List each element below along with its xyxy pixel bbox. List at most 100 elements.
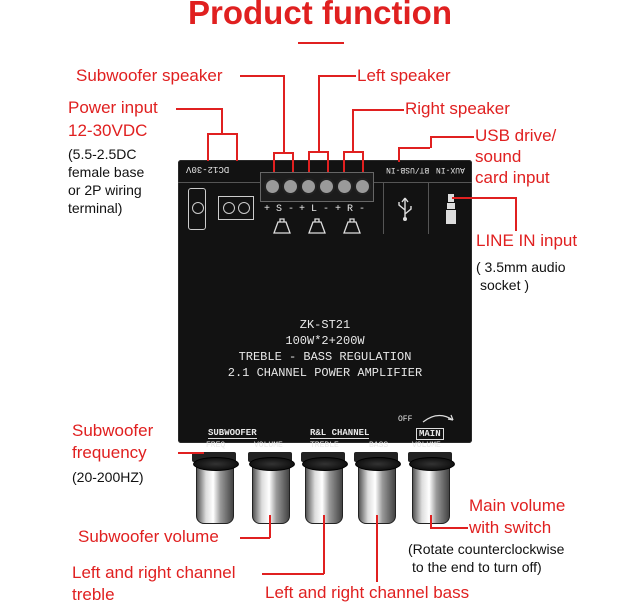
- treble-label: TREBLE: [310, 441, 339, 450]
- main-volume-knob[interactable]: [409, 457, 455, 524]
- line-in-note-2: socket ): [480, 277, 530, 293]
- leader-line: [452, 197, 516, 199]
- sub-volume-label: Subwoofer volume: [78, 527, 219, 546]
- audio-jack-icon: [446, 194, 456, 224]
- leader-line: [323, 515, 325, 574]
- leader-line: [273, 152, 275, 172]
- line-in-note-1: ( 3.5mm audio: [476, 259, 566, 275]
- terminal-screw: [336, 178, 353, 195]
- leader-line: [292, 152, 294, 172]
- leader-line: [343, 151, 363, 153]
- subwoofer-header: SUBWOOFER: [208, 428, 257, 439]
- dc-jack[interactable]: [188, 188, 206, 230]
- terminal-sub-text: + S -: [264, 204, 295, 215]
- power-rating-text: 100W*2+200W: [285, 334, 365, 348]
- sub-frequency-label-2: frequency: [72, 443, 147, 462]
- leader-line: [352, 109, 354, 152]
- right-speaker-label: Right speaker: [405, 99, 510, 118]
- usb-label-1: USB drive/: [475, 126, 557, 145]
- leader-line: [240, 75, 284, 77]
- main-header: MAIN: [416, 428, 444, 440]
- leader-line: [362, 151, 364, 172]
- leader-line: [430, 515, 432, 528]
- lr-treble-label-2: treble: [72, 585, 115, 604]
- sub-volume-knob[interactable]: [249, 457, 295, 524]
- leader-line: [176, 108, 222, 110]
- leader-line: [515, 197, 517, 231]
- terminal-screw: [282, 178, 299, 195]
- bass-knob[interactable]: [355, 457, 401, 524]
- terminal-right-text: + R -: [335, 204, 366, 215]
- rl-channel-header: R&L CHANNEL: [310, 428, 370, 439]
- power-note-3: or 2P wiring: [68, 182, 142, 198]
- model-text: ZK-ST21: [299, 318, 351, 332]
- speaker-icon: [272, 218, 292, 234]
- leader-line: [398, 147, 430, 149]
- amplifier-board: DC12-30V BT/USB-IN AUX-IN + S - + L - + …: [178, 160, 472, 443]
- page-title: Product function: [188, 0, 452, 31]
- leader-line: [283, 75, 285, 153]
- amplifier-text: 2.1 CHANNEL POWER AMPLIFIER: [227, 366, 423, 380]
- sub-freq-knob[interactable]: [193, 457, 239, 524]
- terminal-left-text: + L -: [299, 204, 330, 215]
- main-volume-note-1: (Rotate counterclockwise: [408, 541, 565, 557]
- terminal-screw: [354, 178, 371, 195]
- power-screw: [223, 202, 235, 214]
- freq-label: FREQ: [206, 441, 226, 450]
- bt-usb-text: BT/USB-IN: [386, 165, 430, 174]
- speaker-icon: [307, 218, 327, 234]
- title-underline: [298, 42, 344, 44]
- leader-line: [352, 109, 404, 111]
- speaker-icon: [342, 218, 362, 234]
- leader-line: [240, 537, 270, 539]
- dc-input-text: DC12-30V: [186, 164, 230, 174]
- aux-port-area[interactable]: [428, 182, 473, 234]
- left-speaker-label: Left speaker: [357, 66, 451, 85]
- leader-line: [236, 133, 238, 161]
- sub-frequency-label-1: Subwoofer: [72, 421, 154, 440]
- main-volume-note-2: to the end to turn off): [412, 559, 542, 575]
- aux-in-text: AUX-IN: [436, 165, 465, 174]
- power-terminal[interactable]: [218, 196, 254, 220]
- bass-label: BASS: [369, 441, 389, 450]
- line-in-label: LINE IN input: [476, 231, 578, 250]
- leader-line: [262, 573, 324, 575]
- dc-jack-hole: [192, 202, 204, 214]
- leader-line: [308, 151, 310, 172]
- off-text: OFF: [398, 415, 413, 424]
- leader-line: [308, 151, 328, 153]
- subwoofer-speaker-label: Subwoofer speaker: [76, 66, 223, 85]
- leader-line: [430, 136, 474, 138]
- leader-line: [430, 136, 432, 148]
- leader-line: [221, 108, 223, 134]
- usb-port-area[interactable]: [383, 182, 428, 234]
- lr-bass-label: Left and right channel bass: [265, 583, 470, 602]
- terminal-screw: [300, 178, 317, 195]
- leader-line: [398, 147, 400, 162]
- sub-frequency-note: (20-200HZ): [72, 469, 144, 485]
- main-volume-label-1: Main volume: [469, 496, 566, 515]
- usb-icon: [398, 197, 412, 221]
- leader-line: [207, 133, 209, 161]
- leader-line: [327, 151, 329, 172]
- power-note-4: terminal): [68, 200, 123, 216]
- leader-line: [207, 133, 237, 135]
- leader-line: [269, 515, 271, 538]
- power-screw: [238, 202, 250, 214]
- usb-label-2: sound: [475, 147, 522, 166]
- leader-line: [376, 515, 378, 582]
- leader-line: [318, 75, 320, 152]
- main-volume-label-2: with switch: [469, 518, 552, 537]
- leader-line: [430, 527, 468, 529]
- lr-treble-label-1: Left and right channel: [72, 563, 236, 582]
- power-input-label: Power input: [68, 98, 158, 117]
- leader-line: [318, 75, 356, 77]
- sub-volume-knob-label: VOLUME: [254, 441, 283, 450]
- terminal-screw: [318, 178, 335, 195]
- terminal-screw: [264, 178, 281, 195]
- power-note-2: female base: [68, 164, 145, 180]
- regulation-text: TREBLE - BASS REGULATION: [238, 350, 412, 364]
- leader-line: [178, 452, 204, 454]
- power-voltage-label: 12-30VDC: [68, 121, 148, 140]
- usb-label-3: card input: [475, 168, 550, 187]
